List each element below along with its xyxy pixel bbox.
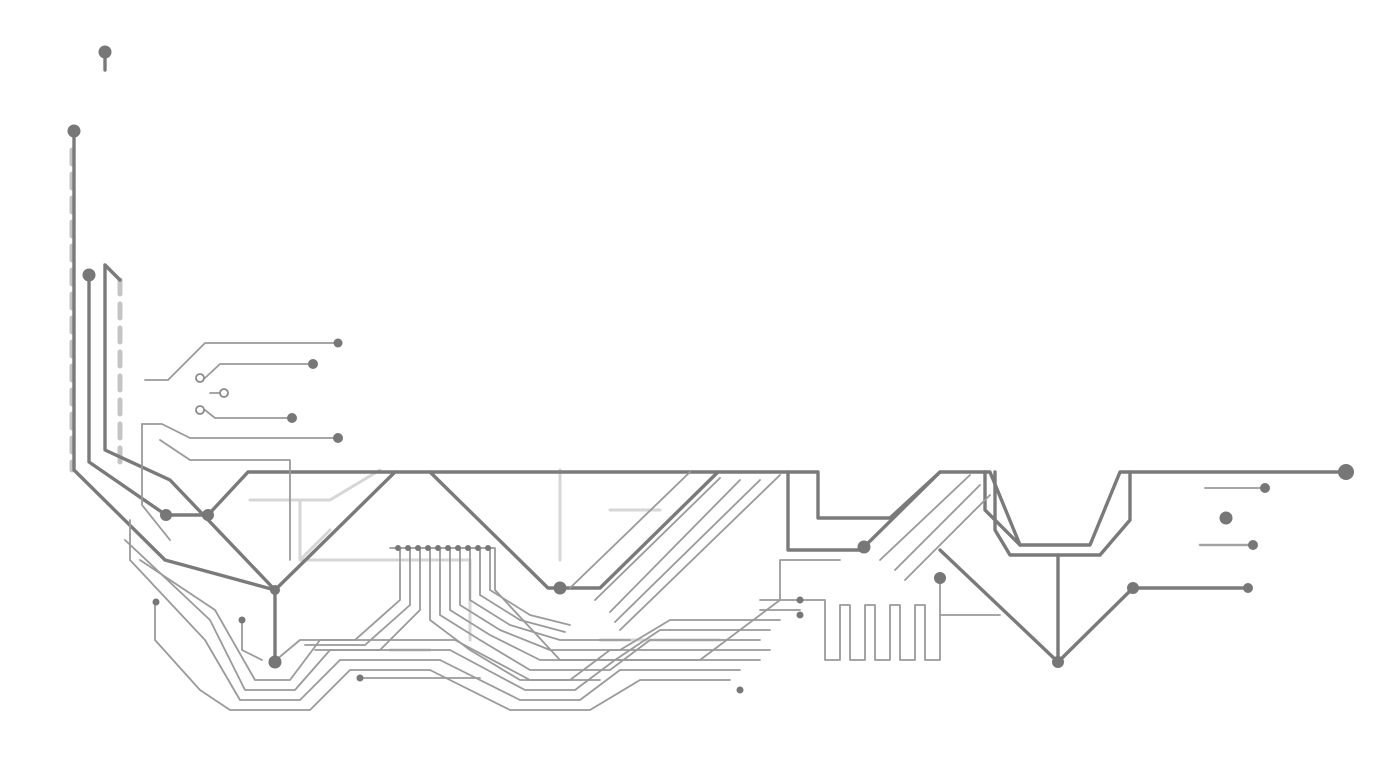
ghost-traces — [69, 147, 1252, 652]
connector-pad — [405, 545, 411, 551]
node-dot — [1243, 583, 1253, 593]
connector-pad — [475, 545, 481, 551]
node-dot — [1052, 656, 1064, 668]
node-dot — [1248, 540, 1258, 550]
node-dot — [857, 540, 871, 554]
node-dot — [268, 655, 282, 669]
trace-right-v — [983, 470, 1022, 547]
node-dot — [796, 611, 804, 619]
trace-bundle — [154, 599, 731, 711]
trace-serpentine — [759, 579, 941, 661]
trace-bundle — [269, 547, 401, 666]
node-dot — [152, 598, 160, 606]
connector-pad — [415, 545, 421, 551]
node-dot — [1219, 511, 1233, 525]
trace-parallel — [894, 484, 981, 571]
connector-pads — [395, 545, 491, 551]
node-dot — [238, 616, 246, 624]
trace-parallel — [879, 474, 971, 561]
connector-pad — [395, 545, 401, 551]
ghost-trace — [298, 498, 332, 562]
trace-bundle — [469, 547, 631, 641]
trace-branch — [159, 439, 291, 561]
node-dot — [333, 338, 343, 348]
trace-branch — [144, 342, 339, 381]
thin-traces — [124, 342, 1266, 711]
trace-bundle — [449, 547, 771, 661]
node-ring — [195, 405, 205, 415]
trace-bundle — [304, 547, 411, 646]
node-ring — [195, 373, 205, 383]
node-dot — [736, 686, 744, 694]
node-dot — [287, 413, 297, 423]
trace-parallel — [609, 479, 741, 613]
trace-parallel — [594, 477, 721, 601]
trace-bundle — [479, 547, 566, 633]
trace-bundle — [439, 547, 761, 671]
node-dot — [82, 268, 96, 282]
trace-bundle — [489, 547, 571, 626]
node-dot — [1260, 483, 1270, 493]
trace-branch — [141, 423, 339, 439]
trace-left-inner — [87, 273, 210, 517]
connector-pad — [485, 545, 491, 551]
trace-bundle — [314, 547, 421, 651]
node-dot — [356, 674, 364, 682]
trace-right-cross — [862, 470, 942, 549]
node-dot — [160, 509, 172, 521]
node-dot — [202, 509, 214, 521]
connector-pad — [425, 545, 431, 551]
connector-pad — [445, 545, 451, 551]
trace-bundle — [139, 559, 771, 681]
trace-left-vertical — [72, 129, 277, 664]
trace-diagonal-a — [273, 470, 397, 592]
node-ring — [219, 388, 229, 398]
trace-branch — [204, 409, 293, 419]
trace-parallel — [614, 479, 761, 623]
node-dot — [1338, 464, 1354, 480]
trace-bundle — [129, 519, 741, 701]
trace-parallel — [619, 474, 781, 631]
nodes — [67, 45, 1354, 694]
main-traces — [72, 50, 1348, 664]
trace-parallel — [904, 494, 991, 581]
trace-diagonal-b — [428, 470, 720, 590]
trace-bundle — [459, 547, 781, 651]
connector-pad — [465, 545, 471, 551]
trace-branch — [141, 423, 171, 541]
trace-junction-diag — [938, 548, 1250, 664]
node-dot — [67, 124, 81, 138]
connector-pad — [435, 545, 441, 551]
node-dot — [796, 596, 804, 604]
trace-right-inner — [993, 470, 1132, 557]
trace-parallel — [569, 471, 691, 589]
node-dot — [333, 433, 343, 443]
node-dot — [98, 45, 112, 59]
trace-branch — [204, 363, 314, 379]
trace-mid-stub — [786, 470, 866, 552]
node-dot — [934, 572, 946, 584]
node-dot — [1127, 582, 1139, 594]
trace-bundle — [429, 547, 601, 681]
node-dot — [308, 359, 318, 369]
node-dot — [553, 581, 567, 595]
trace-bundle — [389, 547, 841, 661]
connector-pad — [455, 545, 461, 551]
trace-bundle — [124, 539, 761, 691]
trace-right-stub — [241, 619, 263, 661]
ghost-trace — [248, 468, 382, 502]
trace-top-bus — [206, 470, 1348, 547]
node-dot — [270, 585, 280, 595]
ghost-trace — [388, 638, 722, 652]
